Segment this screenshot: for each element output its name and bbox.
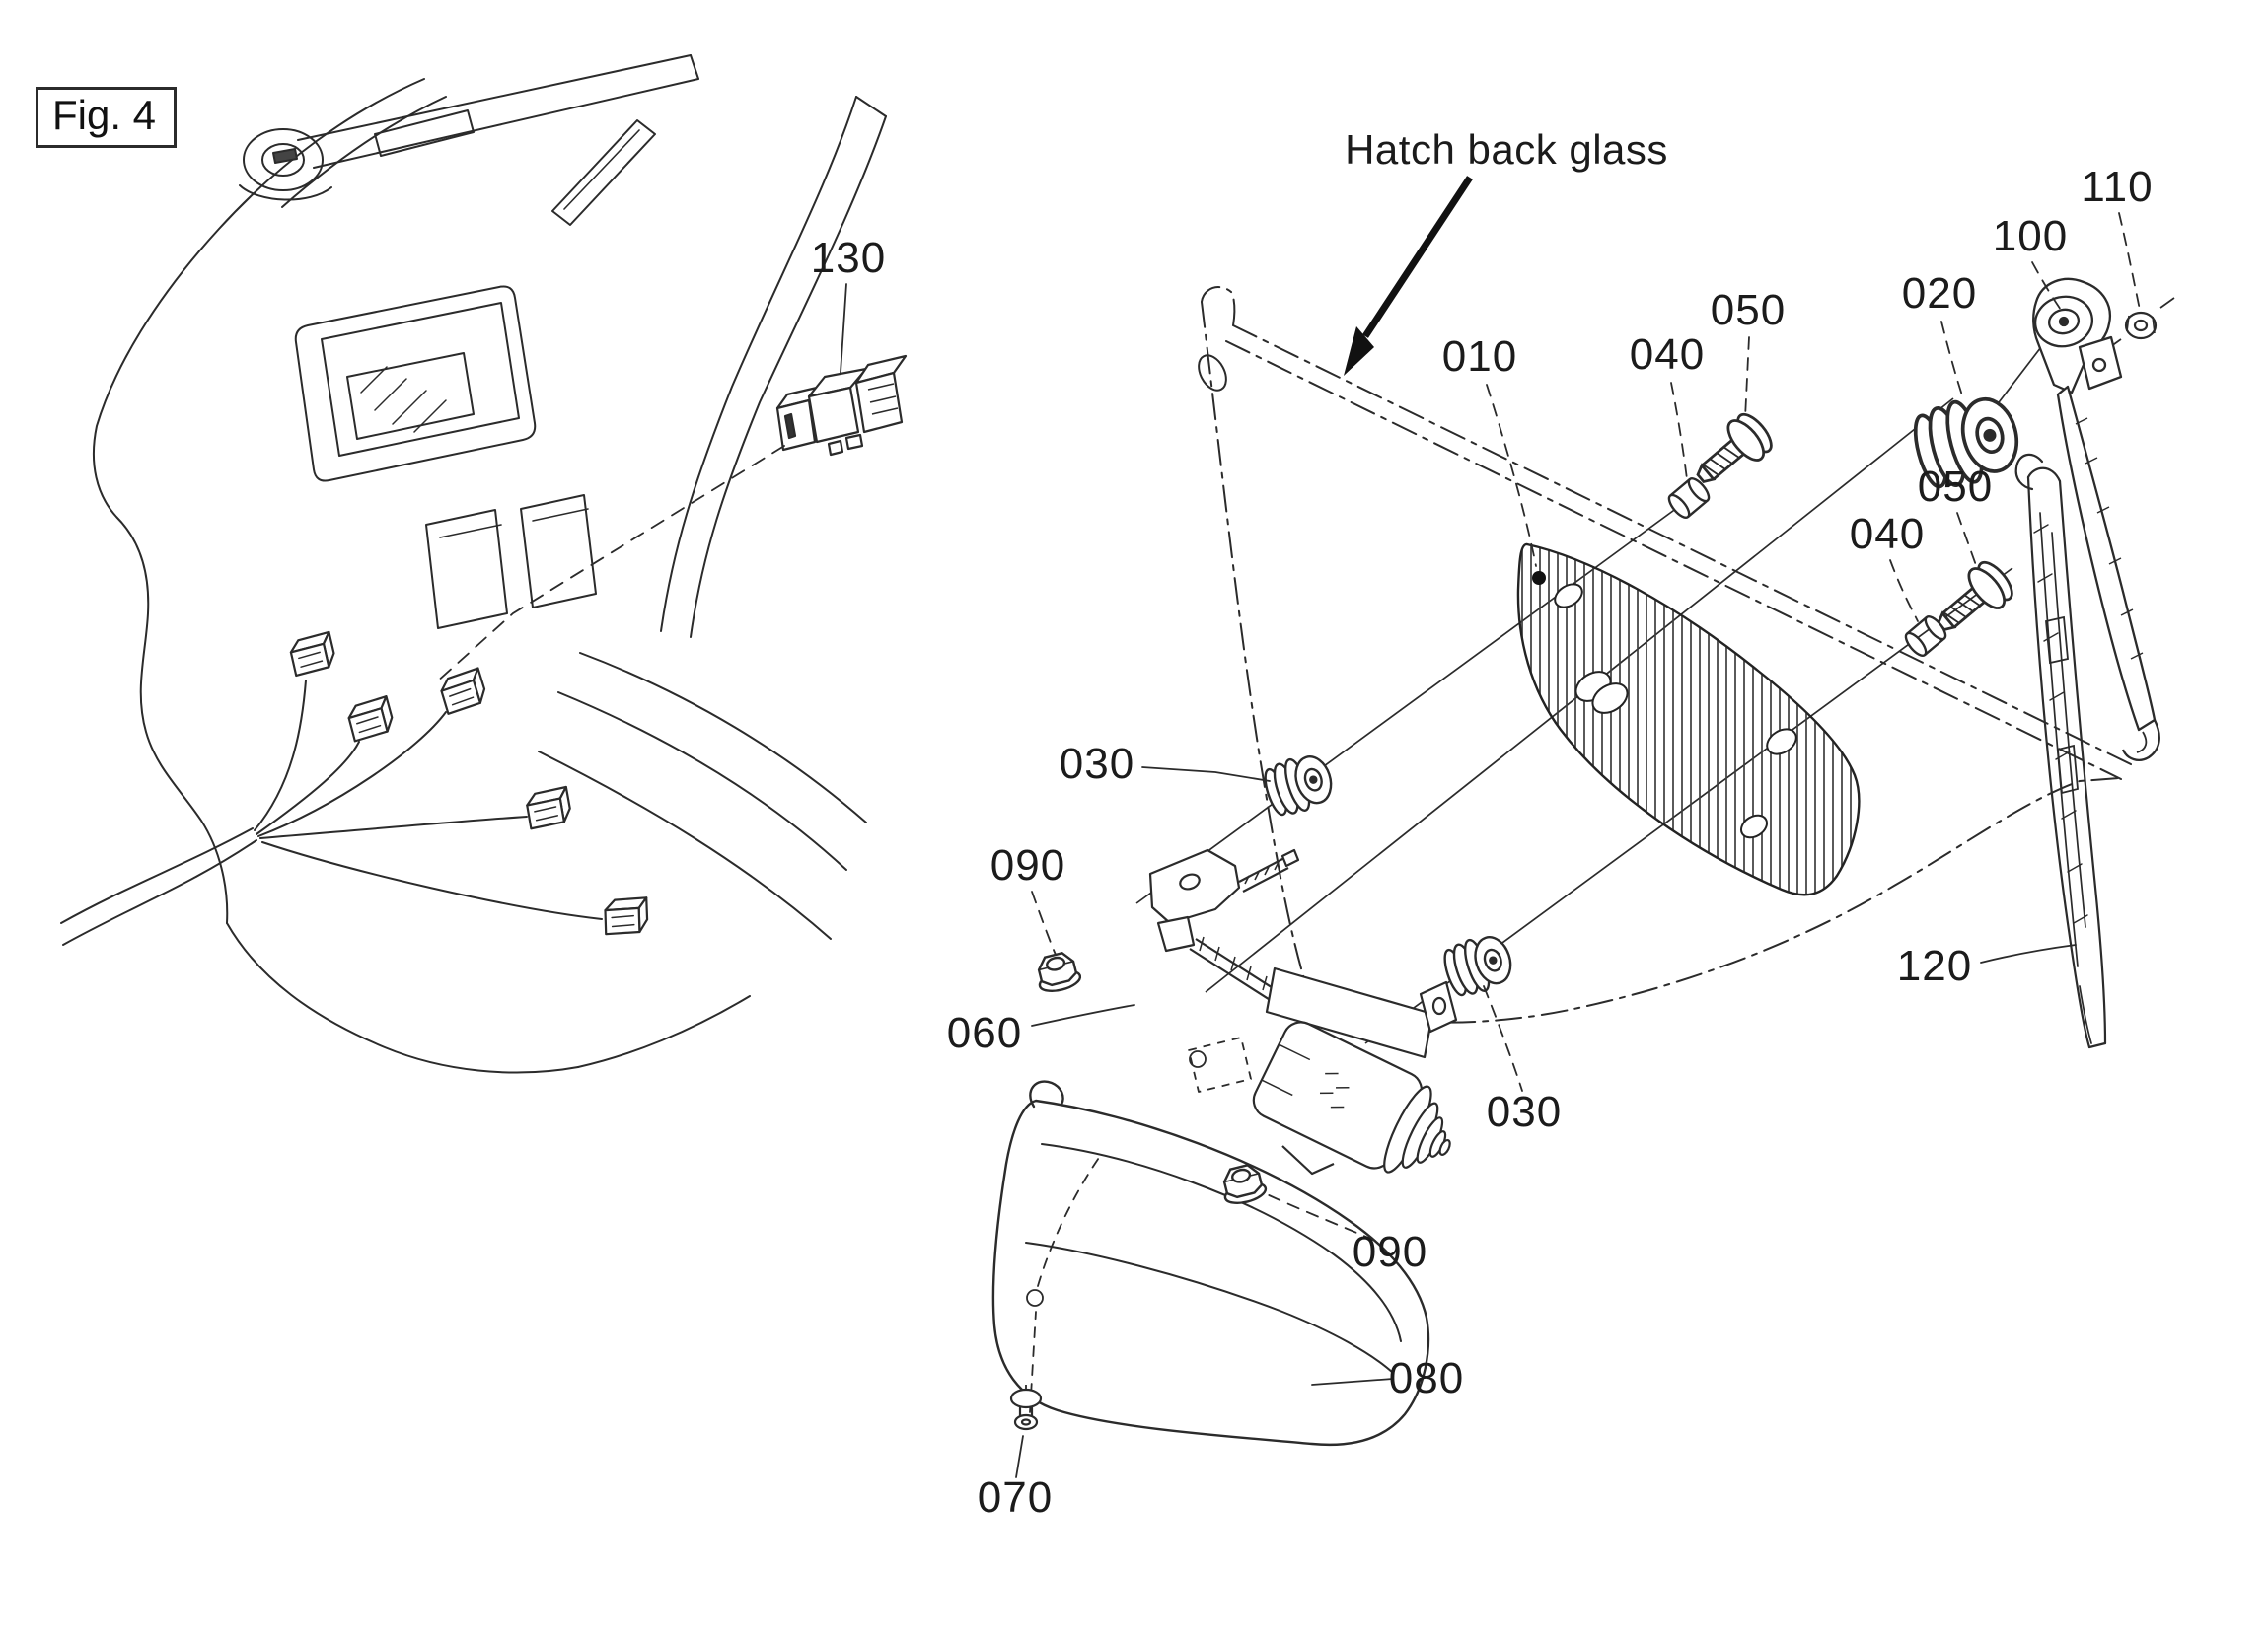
- wiring-harness: [60, 630, 650, 946]
- seal-reference-dot: [1532, 571, 1546, 585]
- callout-050-lower: 050: [1917, 463, 1994, 511]
- figure-number-label: Fig. 4: [36, 87, 178, 148]
- hatch-back-glass-annotation: Hatch back glass: [1345, 126, 1668, 173]
- cover-fastener-070: [1009, 1385, 1043, 1431]
- callout-060: 060: [946, 1009, 1023, 1057]
- callout-100: 100: [1992, 212, 2069, 260]
- callout-050-upper: 050: [1710, 286, 1787, 334]
- glass-seal-010: [1516, 542, 1861, 896]
- pivot-nut-110: [2124, 311, 2158, 340]
- nut-090-left: [1032, 949, 1084, 996]
- callout-120: 120: [1896, 942, 1973, 990]
- grommet-030-upper: [1259, 748, 1340, 822]
- callout-090-upper: 090: [989, 841, 1066, 890]
- wiper-blade-120: [2014, 453, 2107, 1049]
- callout-070: 070: [977, 1473, 1054, 1522]
- callout-010: 010: [1441, 332, 1518, 381]
- callout-040-upper: 040: [1629, 330, 1706, 379]
- callout-080: 080: [1388, 1354, 1465, 1402]
- wiper-switch-130: [775, 354, 908, 457]
- callout-020: 020: [1901, 269, 1978, 318]
- wiper-arm-100: [2032, 277, 2160, 761]
- motor-cover-080: [991, 1080, 1430, 1446]
- leader-lines: [435, 212, 2141, 1478]
- callout-030-lower: 030: [1486, 1088, 1563, 1136]
- callout-040-lower: 040: [1849, 510, 1926, 558]
- callout-030-upper: 030: [1059, 740, 1135, 788]
- callout-110: 110: [2081, 163, 2154, 211]
- callout-090-lower: 090: [1352, 1228, 1428, 1276]
- hatch-glass-arrow: [1344, 176, 1473, 376]
- vehicle-interior-drawing: [60, 54, 887, 1074]
- callout-130: 130: [810, 234, 887, 282]
- wiper-motor-assembly-060: [1148, 848, 1458, 1176]
